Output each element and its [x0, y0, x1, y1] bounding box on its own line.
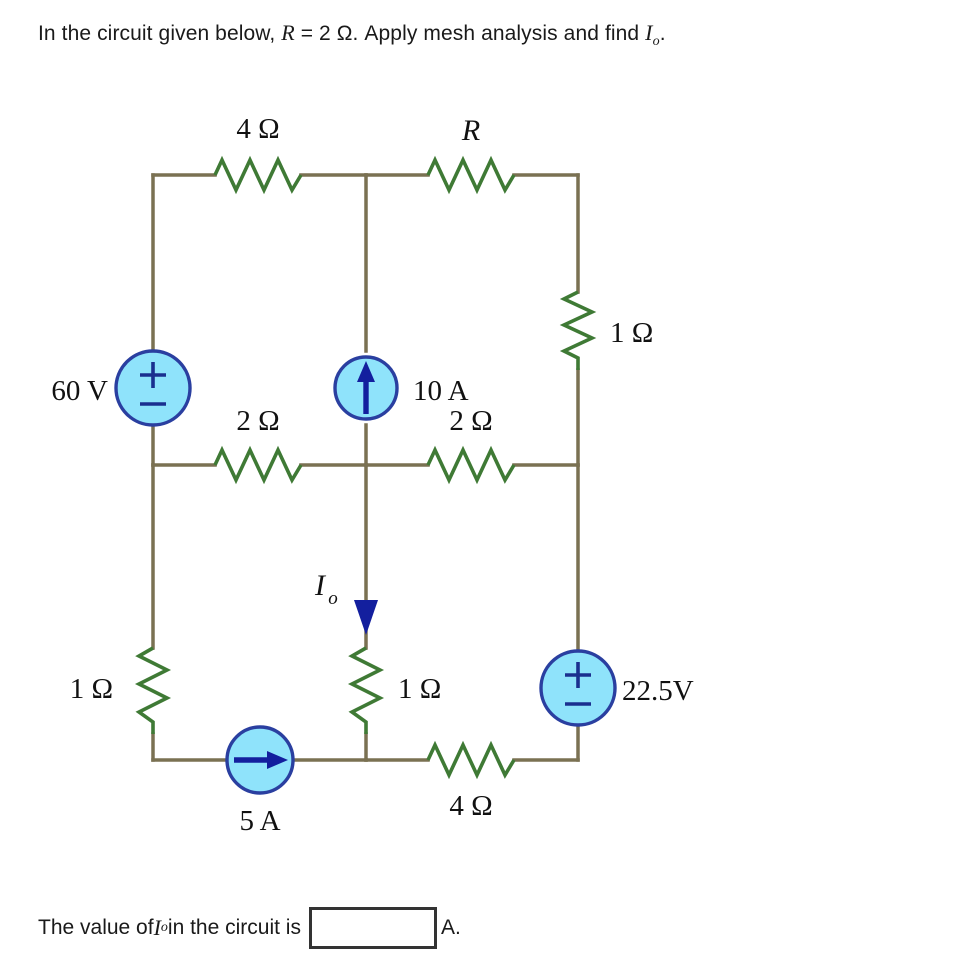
label-60v: 60 V [51, 375, 108, 407]
current-source-5a [225, 725, 295, 795]
question-r-symbol: R [281, 20, 295, 45]
resistor-4ohm-top-left-symbol [213, 155, 303, 195]
answer-prefix: The value of [38, 916, 154, 939]
answer-symbol: I [153, 915, 161, 940]
plus-minus-glyph [565, 662, 591, 706]
answer-unit: A. [440, 916, 461, 939]
wire-network [151, 173, 580, 762]
label-2ohm-mid-right: 2 Ω [449, 405, 492, 437]
label-io-symbol: I [314, 569, 327, 602]
page-title: In the circuit given below, R = 2 Ω. App… [38, 20, 666, 50]
circuit-diagram: 4 Ω R 60 V 10 A 1 Ω 2 Ω 2 Ω I o 1 Ω 1 Ω … [51, 113, 694, 837]
voltage-source-60v [114, 349, 192, 427]
resistor-R-symbol [426, 155, 516, 195]
label-io-subscript: o [328, 588, 338, 609]
question-prefix: In the circuit given below, [38, 22, 282, 45]
answer-middle: in the circuit is [167, 916, 301, 939]
question-current-subscript: o [652, 34, 660, 50]
label-R-top-right: R [461, 114, 480, 147]
label-4ohm-bottom-right: 4 Ω [449, 790, 492, 822]
resistor-2ohm-mid-left-symbol [213, 445, 303, 485]
label-1ohm-bottom-left: 1 Ω [70, 673, 113, 705]
resistor-1ohm-bottom-left-symbol [134, 646, 172, 734]
label-1ohm-right: 1 Ω [610, 317, 653, 349]
current-source-10a [333, 355, 399, 421]
resistor-1ohm-right-symbol [559, 290, 597, 370]
current-io-arrow [354, 600, 378, 635]
label-5a: 5 A [239, 805, 280, 837]
label-2ohm-mid-left: 2 Ω [236, 405, 279, 437]
label-1ohm-bottom-mid: 1 Ω [398, 673, 441, 705]
question-current-symbol: I [645, 20, 653, 45]
resistor-1ohm-bottom-mid-symbol [347, 646, 385, 734]
voltage-source-22-5v [539, 649, 617, 727]
resistor-2ohm-mid-right-symbol [426, 445, 516, 485]
label-10a: 10 A [413, 375, 469, 407]
resistor-4ohm-bottom-right-symbol [426, 740, 516, 780]
up-arrow-icon [357, 361, 375, 414]
answer-input[interactable] [308, 907, 437, 949]
plus-minus-glyph [140, 362, 166, 406]
question-r-value: = 2 Ω. Apply mesh analysis and find [294, 22, 646, 45]
right-arrow-icon [234, 751, 288, 769]
answer-symbol-subscript: o [160, 920, 168, 935]
label-4ohm-top-left: 4 Ω [236, 113, 279, 145]
label-22-5v: 22.5V [622, 675, 694, 707]
question-suffix: . [659, 22, 666, 45]
